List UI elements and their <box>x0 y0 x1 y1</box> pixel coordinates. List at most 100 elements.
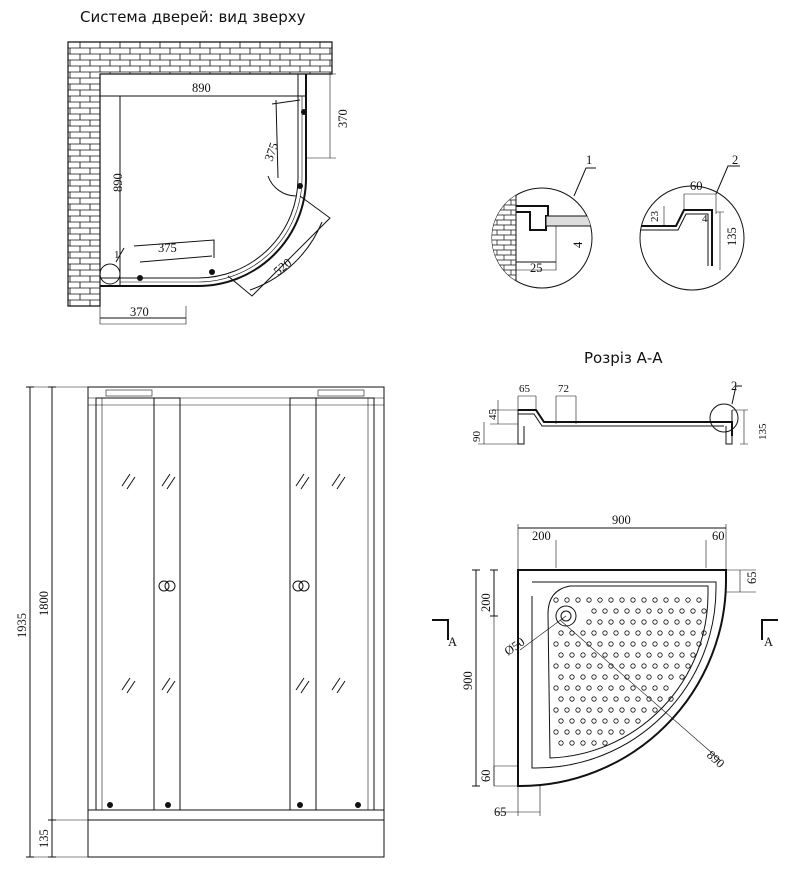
tray-hole <box>663 685 669 691</box>
tray-hole <box>619 729 625 735</box>
tray-hole <box>575 685 581 691</box>
tray-hole <box>652 685 658 691</box>
tray-hole <box>685 641 691 647</box>
tray-hole <box>591 652 597 658</box>
door-arc-dim: 520 <box>271 256 294 279</box>
detail-2-small: 4 <box>702 213 708 225</box>
tray-hole <box>619 685 625 691</box>
tray-hole <box>586 641 592 647</box>
tray-hole <box>569 652 575 658</box>
tray-hole <box>597 597 603 603</box>
detail-2-label: 2 <box>732 153 738 167</box>
tray-hole <box>613 674 619 680</box>
tray-hole <box>657 652 663 658</box>
tray-hole <box>619 641 625 647</box>
tray-hole <box>558 674 564 680</box>
tray-hole <box>602 674 608 680</box>
tray-hole <box>685 597 691 603</box>
tray-hole <box>575 663 581 669</box>
tray-hole <box>586 619 592 625</box>
tray-hole <box>564 707 570 713</box>
tray-hole <box>580 718 586 724</box>
tray-hole <box>613 696 619 702</box>
tray-hole <box>690 608 696 614</box>
wall-right-dim: 370 <box>336 109 350 128</box>
tray-hole <box>553 707 559 713</box>
tray-hole <box>558 630 564 636</box>
door-top-dim: 375 <box>262 141 282 163</box>
section-label-left: А <box>448 635 457 649</box>
tray-hole <box>630 663 636 669</box>
top-depth-dim: 890 <box>111 173 125 192</box>
tray-hole <box>663 619 669 625</box>
tray-hole <box>580 630 586 636</box>
tray-hole <box>652 597 658 603</box>
tray-hole <box>652 641 658 647</box>
tray-hole <box>569 674 575 680</box>
tray-hole <box>630 597 636 603</box>
tray-hole <box>608 729 614 735</box>
tray-hole <box>685 619 691 625</box>
tray-hole <box>553 641 559 647</box>
tray-hole <box>635 630 641 636</box>
detail-1 <box>491 167 596 289</box>
tray-hole <box>696 619 702 625</box>
tray-hole <box>608 707 614 713</box>
tray-hole <box>668 696 674 702</box>
tray-hole <box>602 630 608 636</box>
section-label-right: А <box>764 635 773 649</box>
tray-hole <box>641 641 647 647</box>
tray-left-margin-dim: 65 <box>494 805 507 819</box>
tray-hole <box>591 674 597 680</box>
tray-hole <box>619 597 625 603</box>
tray-hole <box>657 608 663 614</box>
tray-hole <box>575 729 581 735</box>
tray-hole <box>553 685 559 691</box>
tray-hole <box>663 663 669 669</box>
tray-hole <box>674 663 680 669</box>
tray-hole <box>575 641 581 647</box>
tray-hole <box>641 597 647 603</box>
tray-hole <box>652 663 658 669</box>
tray-hole <box>630 619 636 625</box>
tray-hole <box>608 663 614 669</box>
tray-hole <box>580 696 586 702</box>
drain-dim: Ø50 <box>502 635 528 659</box>
tray-height-dim: 135 <box>37 829 51 848</box>
tray-hole <box>564 641 570 647</box>
tray-hole <box>630 685 636 691</box>
detail-2-top: 60 <box>690 179 703 193</box>
tray-hole <box>641 619 647 625</box>
detail-2 <box>639 165 745 291</box>
tray-hole <box>608 619 614 625</box>
tray-hole <box>597 729 603 735</box>
top-width-dim: 890 <box>192 81 211 95</box>
tray-hole <box>580 652 586 658</box>
tray-hole <box>608 641 614 647</box>
tray-hole <box>624 674 630 680</box>
section-a-a <box>478 385 748 445</box>
tray-hole <box>663 597 669 603</box>
tray-hole <box>580 674 586 680</box>
tray-hole <box>657 696 663 702</box>
tray-hole <box>558 740 564 746</box>
tray-hole <box>641 663 647 669</box>
tray-hole <box>586 597 592 603</box>
tray-hole <box>558 718 564 724</box>
detail-2-height: 135 <box>725 227 739 246</box>
tray-hole <box>553 729 559 735</box>
tray-height-plan-dim: 900 <box>461 671 475 690</box>
tray-hole <box>608 597 614 603</box>
tray-hole <box>674 641 680 647</box>
tray-hole <box>602 652 608 658</box>
tray-hole <box>668 652 674 658</box>
tray-hole <box>569 718 575 724</box>
tray-hole <box>613 652 619 658</box>
tray-hole <box>635 608 641 614</box>
tray-hole <box>553 597 559 603</box>
tray-hole <box>663 641 669 647</box>
tray-hole <box>652 707 658 713</box>
tray-hole <box>613 630 619 636</box>
tray-hole <box>674 597 680 603</box>
cabin-height-dim: 1800 <box>37 591 51 616</box>
